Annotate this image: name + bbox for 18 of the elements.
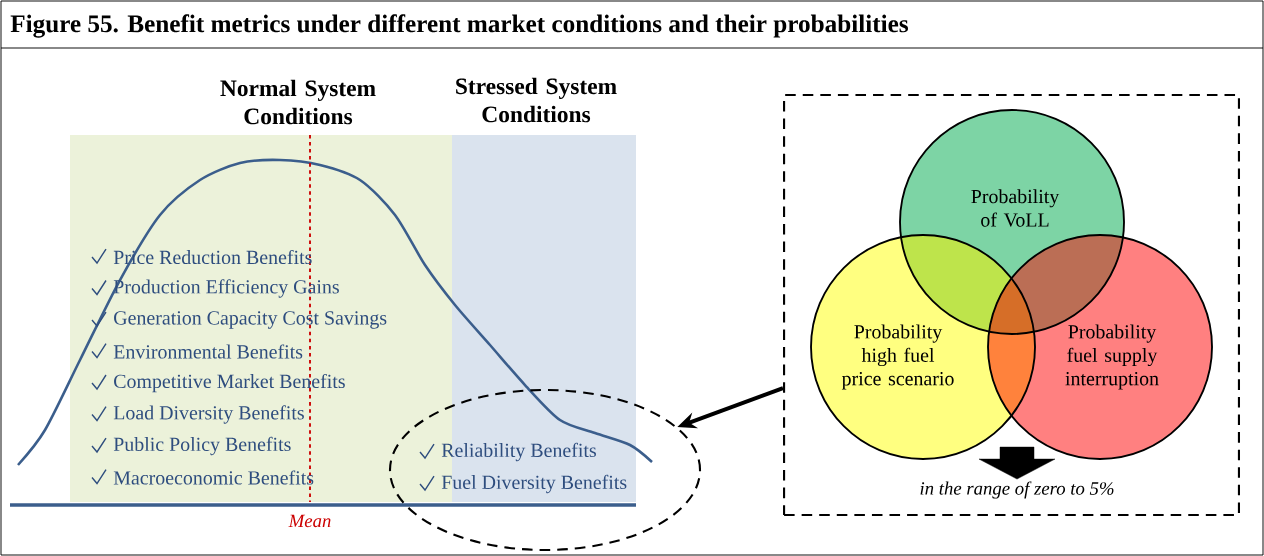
benefit-item: Fuel Diversity Benefits xyxy=(441,474,627,494)
heading: Stressed System Conditions xyxy=(456,77,617,123)
benefit-item: Public Policy Benefits xyxy=(113,436,291,456)
benefit-item: Environmental Benefits xyxy=(113,344,303,359)
title: Figure 55. Benefit metrics under different market conditions and their probabilities xyxy=(10,14,908,38)
benefit-item: Load Diversity Benefits xyxy=(113,405,304,424)
block-arrow xyxy=(978,446,1056,480)
benefit-item: Generation Capacity Cost Savings xyxy=(114,311,387,329)
dashed-box xyxy=(783,94,1240,516)
benefit-item: Macroeconomic Benefits xyxy=(113,470,314,485)
circle-label: Probability of VoLL xyxy=(971,189,1060,227)
circle-label: Probability fuel supply interruption xyxy=(1065,324,1159,390)
heading: Normal System Conditions xyxy=(220,79,376,125)
benefit-item: Competitive Market Benefits xyxy=(114,373,345,393)
circle-label: Probability high fuel price scenario xyxy=(841,324,954,390)
benefit-item: Reliability Benefits xyxy=(441,442,596,462)
range-note: in the range of zero to 5% xyxy=(920,481,1114,499)
mean-label: Mean xyxy=(288,514,331,528)
